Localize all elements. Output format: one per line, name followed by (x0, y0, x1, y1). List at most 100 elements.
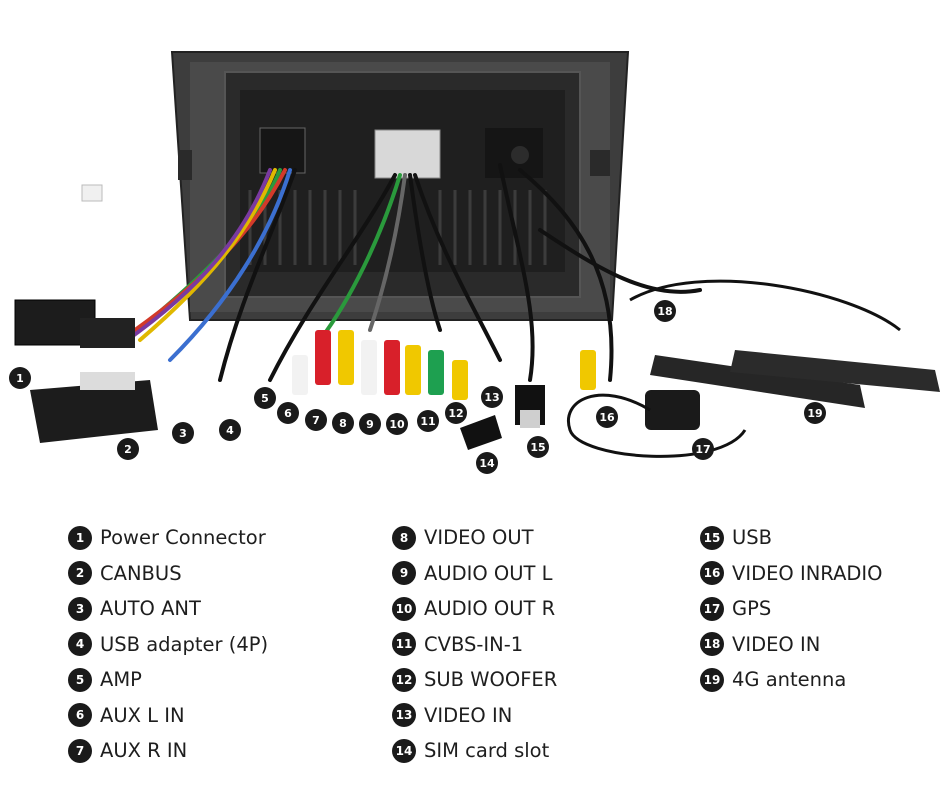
callout-number: 1 (16, 372, 24, 385)
legend-label: VIDEO INRADIO (732, 561, 883, 585)
callout-circle (386, 413, 408, 435)
legend-item: 13 VIDEO IN (392, 698, 557, 734)
antenna-cable (629, 279, 901, 332)
callout-circle (804, 402, 826, 424)
callout-marker: 13 (481, 386, 503, 408)
legend-item: 1 Power Connector (68, 520, 268, 556)
callout-marker: 6 (277, 402, 299, 424)
legend-number: 7 (68, 738, 92, 763)
sim-slot (460, 415, 502, 450)
usb-plug-tip (520, 410, 540, 428)
power-connector (14, 299, 135, 348)
callout-number: 10 (389, 418, 405, 431)
callout-number: 16 (599, 411, 615, 424)
legend-label: AUX L IN (100, 703, 185, 727)
legend-number: 1 (68, 525, 92, 550)
legend-number: 13 (392, 703, 416, 728)
callout-marker: 5 (254, 387, 276, 409)
callout-number: 12 (448, 407, 463, 420)
callout-number: 2 (124, 443, 132, 456)
gps-antenna (645, 390, 700, 430)
callout-marker: 4 (219, 419, 241, 441)
legend-item: 16 VIDEO INRADIO (700, 556, 883, 592)
legend-label: AMP (100, 668, 142, 692)
legend-number: 3 (68, 596, 92, 621)
callout-number: 13 (484, 391, 499, 404)
legend-number: 8 (392, 525, 416, 550)
legend-label: SUB WOOFER (424, 668, 558, 692)
callout-marker: 14 (476, 452, 498, 474)
callout-circle (654, 300, 676, 322)
callout-circle (254, 387, 276, 409)
callout-marker: 11 (417, 410, 439, 432)
legend-item: 5 AMP (68, 662, 268, 698)
legend-item: 7 AUX R IN (68, 733, 268, 769)
callout-marker: 8 (332, 412, 354, 434)
callout-number: 11 (420, 415, 435, 428)
callout-number: 4 (226, 424, 234, 437)
legend-label: AUDIO OUT L (424, 561, 553, 585)
legend-number: 16 (700, 561, 724, 586)
callout-marker: 17 (692, 438, 714, 460)
legend-label: VIDEO IN (424, 703, 513, 727)
legend-number: 19 (700, 667, 724, 692)
callout-circle (445, 402, 467, 424)
callout-number: 19 (807, 407, 822, 420)
legend-label: AUTO ANT (100, 597, 201, 621)
callout-marker: 1 (9, 367, 31, 389)
callout-marker: 2 (117, 438, 139, 460)
legend-item: 4 USB adapter (4P) (68, 627, 268, 663)
callout-circle (117, 438, 139, 460)
legend-label: USB adapter (4P) (100, 632, 269, 656)
callout-number: 8 (339, 417, 347, 430)
legend-label: CVBS-IN-1 (424, 632, 524, 656)
legend-number: 4 (68, 632, 92, 657)
legend-label: 4G antenna (732, 668, 847, 692)
callout-number: 5 (261, 392, 269, 405)
wiring-harness (118, 163, 702, 382)
callout-circle (305, 409, 327, 431)
legend-number: 10 (392, 596, 416, 621)
callout-marker: 18 (654, 300, 676, 322)
legend-item: 19 4G antenna (700, 662, 883, 698)
4g-antenna (650, 350, 940, 408)
callout-circle (219, 419, 241, 441)
callout-number: 3 (179, 427, 187, 440)
callout-number: 18 (657, 305, 672, 318)
callout-circle (596, 406, 618, 428)
callout-marker: 3 (172, 422, 194, 444)
callout-number: 7 (312, 414, 320, 427)
callout-number: 15 (530, 441, 545, 454)
legend-label: Power Connector (100, 526, 266, 550)
callout-marker: 12 (445, 402, 467, 424)
callout-circle (692, 438, 714, 460)
legend-label: AUX R IN (100, 739, 188, 763)
canbus-box (30, 372, 158, 443)
legend-number: 11 (392, 632, 416, 657)
legend-number: 9 (392, 561, 416, 586)
legend-number: 12 (392, 667, 416, 692)
callout-circle (359, 413, 381, 435)
callout-circle (417, 410, 439, 432)
legend-number: 5 (68, 667, 92, 692)
callout-marker: 7 (305, 409, 327, 431)
callout-marker: 16 (596, 406, 618, 428)
callout-marker: 15 (527, 436, 549, 458)
legend-label: SIM card slot (424, 739, 550, 763)
callout-marker: 19 (804, 402, 826, 424)
callout-number: 17 (695, 443, 710, 456)
callout-circle (172, 422, 194, 444)
legend-number: 18 (700, 632, 724, 657)
legend-item: 3 AUTO ANT (68, 591, 268, 627)
callout-number: 9 (366, 418, 374, 431)
legend-label: VIDEO OUT (424, 526, 534, 550)
